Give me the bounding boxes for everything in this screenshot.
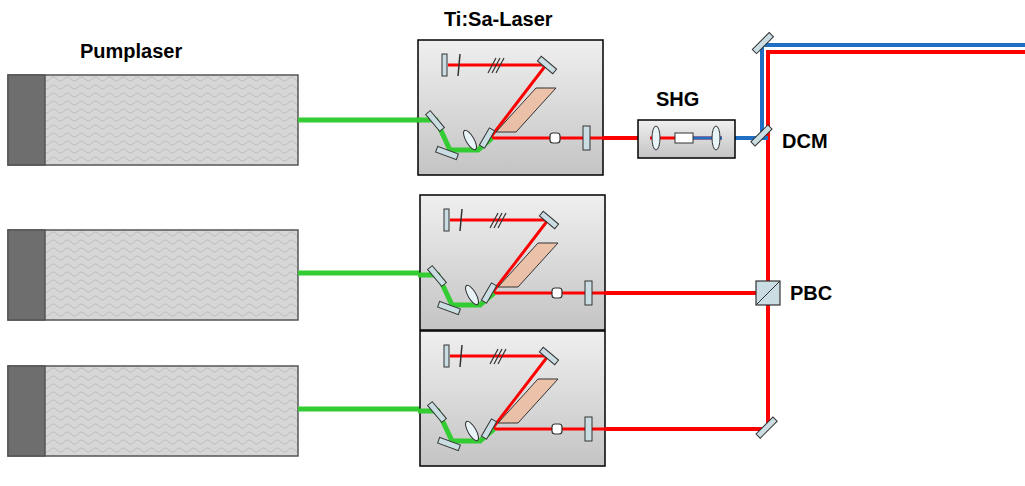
component-label: Ti:Sa-Laser [444, 8, 553, 30]
component-label: Pumplaser [80, 40, 182, 62]
component-label: DCM [782, 130, 828, 152]
component-label: PBC [790, 282, 832, 304]
component-label: SHG [656, 88, 699, 110]
